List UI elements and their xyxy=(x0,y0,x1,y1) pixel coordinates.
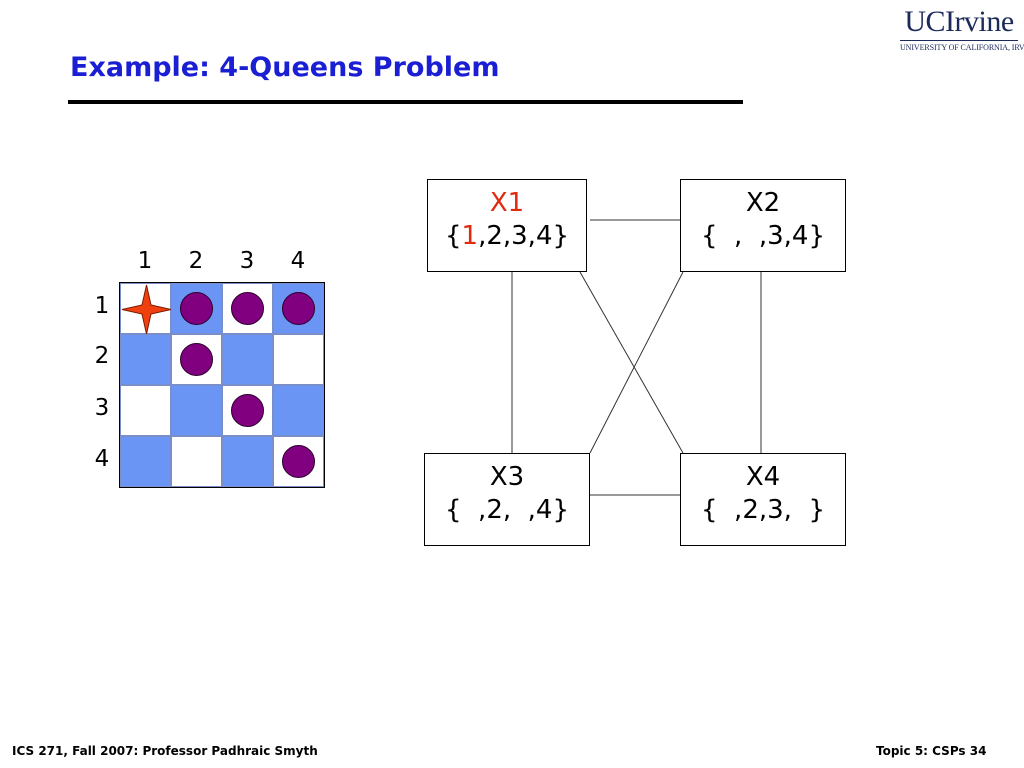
node-label: X3 xyxy=(489,462,525,492)
board-column-label: 3 xyxy=(239,248,255,274)
logo-subtitle: UNIVERSITY OF CALIFORNIA, IRVINE xyxy=(900,43,1024,52)
node-domain: { , ,3,4} xyxy=(700,221,826,251)
chess-board xyxy=(119,282,325,488)
board-cell xyxy=(171,334,222,385)
queen-marker xyxy=(231,292,264,325)
logo-divider xyxy=(900,40,1018,41)
footer-course: ICS 271, Fall 2007: Professor Padhraic S… xyxy=(12,744,318,758)
selected-value: 1 xyxy=(461,221,479,251)
queen-marker xyxy=(180,343,213,376)
footer-topic: Topic 5: CSPs 34 xyxy=(876,744,987,758)
board-cell xyxy=(273,385,324,436)
variable-node-x3: X3 { ,2, ,4} xyxy=(424,453,590,546)
board-column-label: 1 xyxy=(137,248,153,274)
board-row-label: 2 xyxy=(94,343,110,369)
queen-marker xyxy=(282,292,315,325)
board-cell xyxy=(171,436,222,487)
board-cell xyxy=(222,283,273,334)
node-domain: {1,2,3,4} xyxy=(428,220,586,253)
board-row-label: 1 xyxy=(94,293,110,319)
edge-x1-x4 xyxy=(579,271,684,454)
node-domain: { ,2, ,4} xyxy=(444,495,570,525)
variable-node-x2: X2 { , ,3,4} xyxy=(680,179,846,272)
domain-open-brace: { xyxy=(444,221,462,251)
board-cell xyxy=(222,334,273,385)
board-row-label: 3 xyxy=(94,395,110,421)
board-cell xyxy=(120,436,171,487)
edge-x2-x3 xyxy=(589,271,684,454)
board-cell xyxy=(120,385,171,436)
uci-logo: UCIrvine UNIVERSITY OF CALIFORNIA, IRVIN… xyxy=(900,5,1024,53)
node-domain: { ,2,3, } xyxy=(700,495,826,525)
slide-title: Example: 4-Queens Problem xyxy=(70,52,500,83)
board-row-label: 4 xyxy=(94,446,110,472)
board-cell xyxy=(222,436,273,487)
node-label: X1 xyxy=(489,188,525,218)
board-cell xyxy=(171,283,222,334)
node-label: X4 xyxy=(745,462,781,492)
board-cell xyxy=(171,385,222,436)
queen-marker xyxy=(180,292,213,325)
board-cell xyxy=(120,283,172,335)
variable-node-x1: X1 {1,2,3,4} xyxy=(427,179,587,272)
board-cell xyxy=(273,334,324,385)
board-cell xyxy=(222,385,273,436)
variable-node-x4: X4 { ,2,3, } xyxy=(680,453,846,546)
logo-wordmark: UCIrvine xyxy=(904,5,1014,38)
queen-marker xyxy=(231,394,264,427)
board-cell xyxy=(120,334,171,385)
node-label: X2 xyxy=(745,188,781,218)
domain-rest: ,2,3,4} xyxy=(478,221,570,251)
board-column-label: 4 xyxy=(290,248,306,274)
queen-marker xyxy=(282,445,315,478)
board-column-label: 2 xyxy=(188,248,204,274)
board-cell xyxy=(273,436,324,487)
board-cell xyxy=(273,283,324,334)
title-underline xyxy=(68,100,743,104)
